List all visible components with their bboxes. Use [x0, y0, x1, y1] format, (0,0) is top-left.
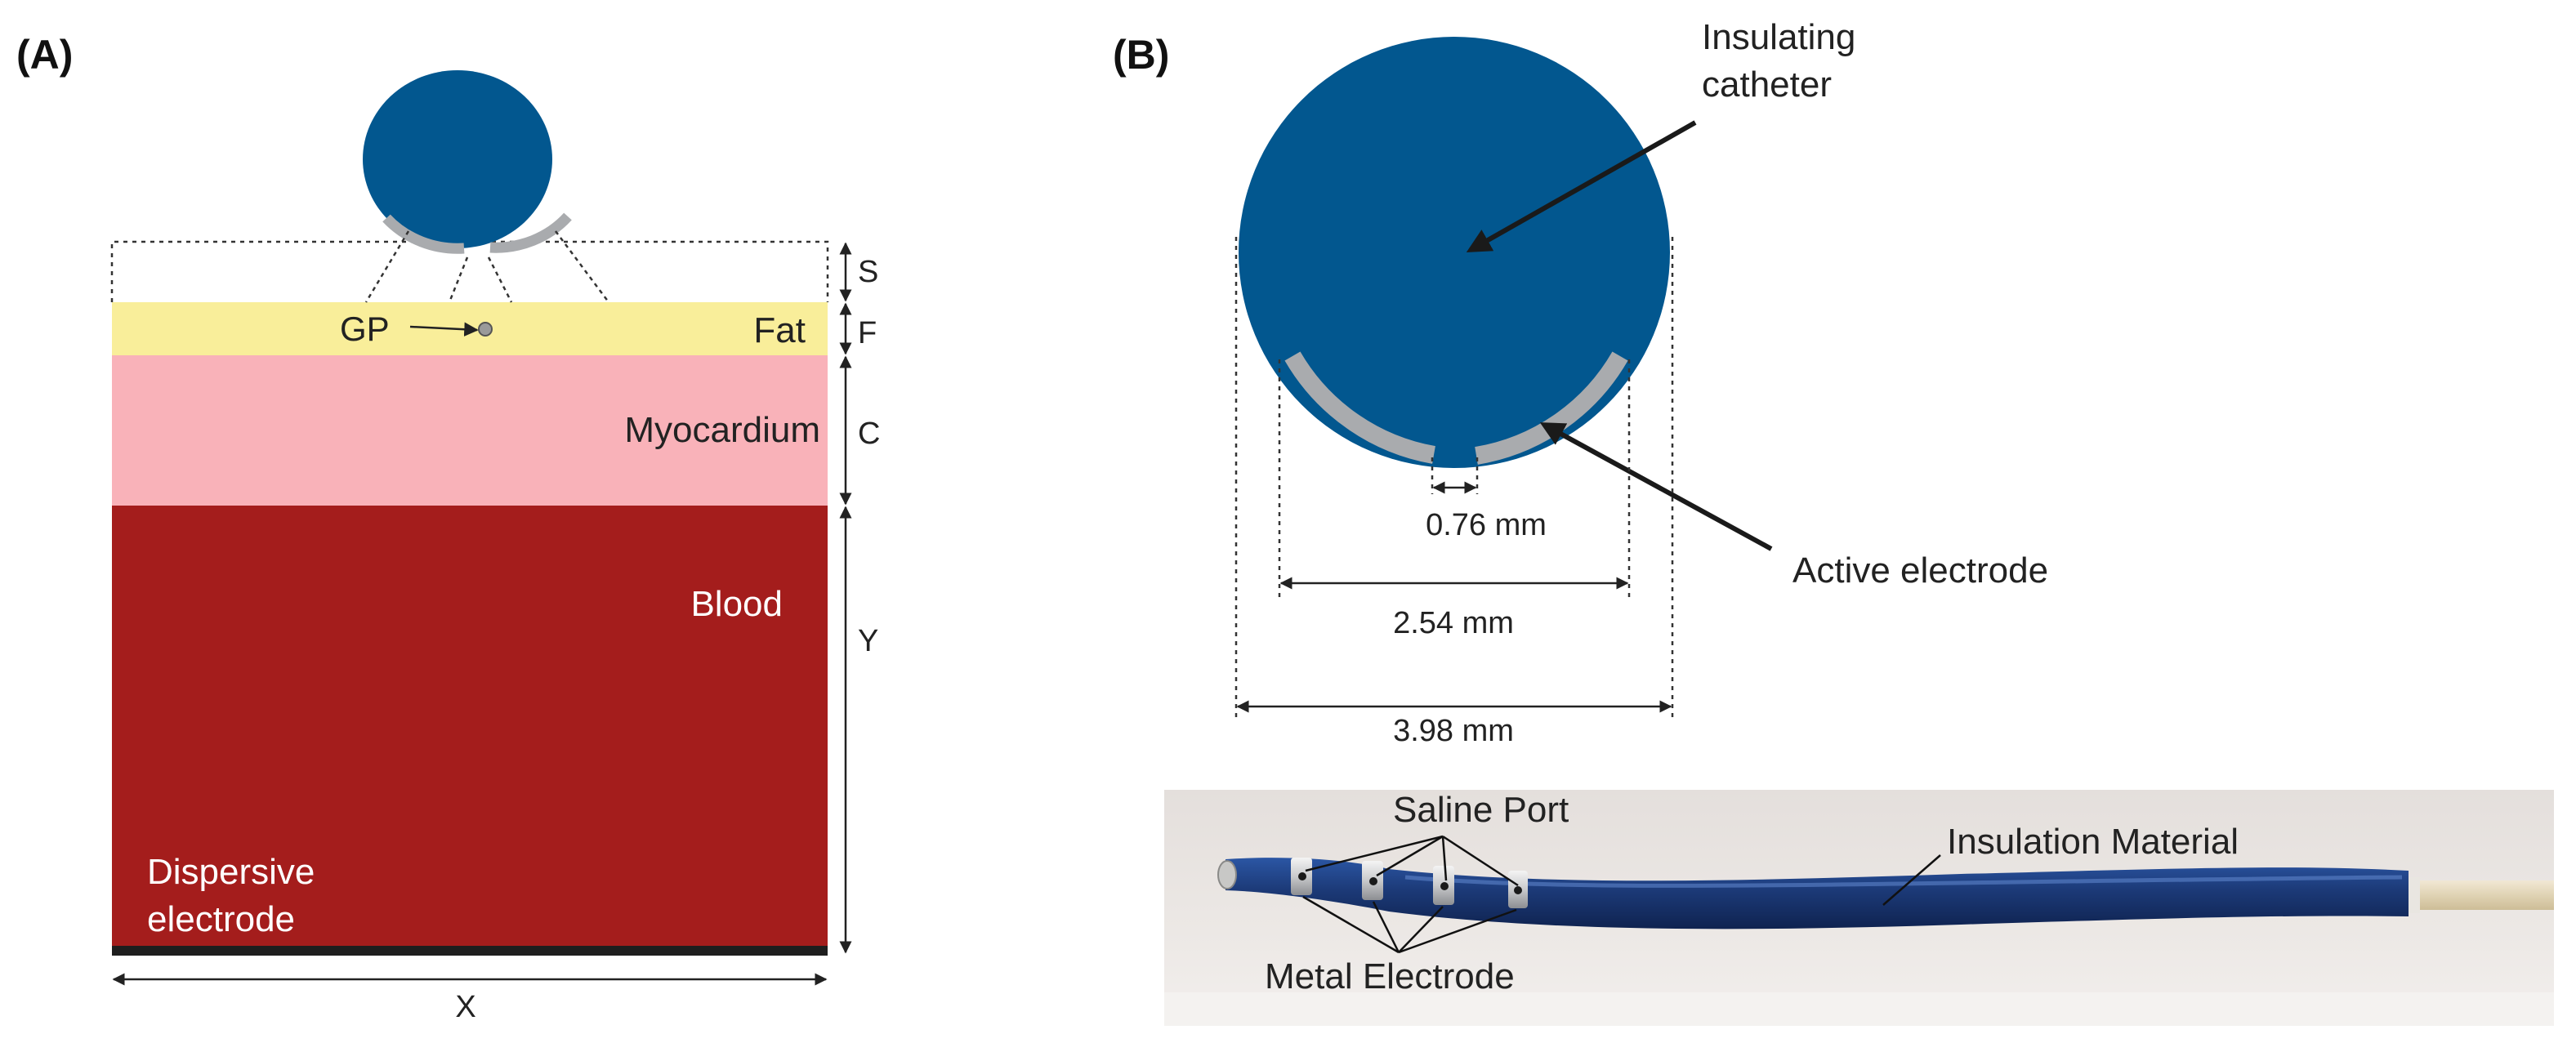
active-electrode-label: Active electrode: [1792, 551, 2048, 591]
active-electrode-right: [1475, 351, 1628, 465]
electrode-right-small: [489, 212, 572, 253]
metal-electrode-label: Metal Electrode: [1265, 956, 1515, 996]
blood-layer: [112, 506, 828, 948]
dimension-y: Y: [858, 624, 878, 658]
dispersive-electrode-label-line1: Dispersive: [147, 852, 315, 892]
gp-marker: [478, 322, 493, 337]
metal-electrode-callout-lines: [1302, 895, 1517, 954]
blood-label: Blood: [690, 584, 783, 624]
dimension-x: X: [455, 990, 475, 1024]
dimension-c: C: [858, 417, 880, 451]
catheter-dimension-label: 3.98 mm: [1393, 714, 1514, 748]
photo-rod: [2410, 880, 2554, 910]
photo-saline-ports: [1298, 872, 1522, 894]
fat-label: Fat: [753, 310, 806, 350]
photo-catheter-tip: [1217, 860, 1237, 889]
electrode-left-small: [382, 214, 465, 254]
dispersive-electrode-plate: [112, 946, 828, 956]
photo-catheter-tube: [1225, 858, 2409, 929]
gp-label: GP: [340, 310, 390, 348]
insulating-catheter-label-line2: catheter: [1702, 65, 1832, 105]
current-lines: [364, 230, 610, 303]
panel-b: (B) Insulating catheter Active electrode…: [1113, 17, 2554, 1026]
catheter-cross-section-large: [1239, 37, 1670, 468]
active-electrode-left: [1284, 351, 1435, 464]
insulation-callout-line: [1882, 854, 1941, 906]
myocardium-layer: [112, 355, 828, 506]
myocardium-label: Myocardium: [624, 410, 820, 450]
insulation-material-label: Insulation Material: [1947, 822, 2239, 862]
electrode-dimension-label: 2.54 mm: [1393, 606, 1514, 640]
photo-floor-shadow: [1164, 992, 2554, 1026]
catheter-pointer-arrow: [1466, 120, 1697, 252]
gp-arrow: [409, 322, 479, 337]
saline-port-label: Saline Port: [1393, 790, 1569, 830]
catheter-photo: Saline Port Insulation Material Metal El…: [1164, 790, 2554, 1026]
photo-tube-highlight: [1404, 875, 2403, 888]
dimension-s: S: [858, 255, 878, 289]
insulating-catheter-label-line1: Insulating: [1702, 17, 1855, 57]
dimension-f: F: [858, 316, 877, 350]
saline-port-callout-lines: [1305, 835, 1519, 887]
saline-region-outline: [110, 240, 829, 302]
panel-a: (A) GP Fat Myocardium Blood Dispersive e…: [16, 32, 880, 1024]
panel-a-tag: (A): [16, 32, 73, 78]
panel-b-tag: (B): [1113, 32, 1169, 78]
active-electrode-pointer-arrow: [1539, 422, 1773, 551]
dispersive-electrode-label-line2: electrode: [147, 899, 295, 939]
catheter-cross-section-small: [363, 70, 552, 248]
dimension-extension-lines: [1234, 237, 1674, 719]
gap-dimension-label: 0.76 mm: [1426, 508, 1547, 542]
